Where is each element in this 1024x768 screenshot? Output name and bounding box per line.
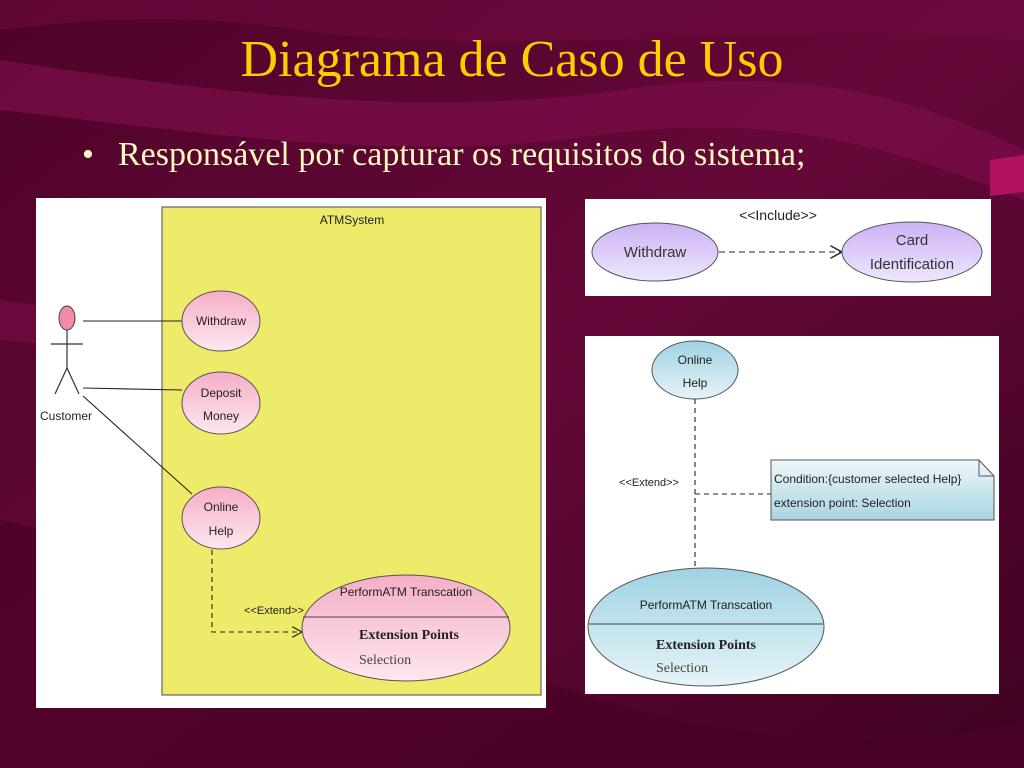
background-swoosh — [0, 0, 1024, 42]
association-line — [82, 395, 193, 495]
card-identification-use-case — [841, 221, 983, 283]
note-extension-point-text: extension point: Selection — [774, 496, 911, 510]
bullet-dot: • — [82, 136, 94, 173]
atm-use-case-diagram: ATMSystem Customer Withdraw Deposit Mone… — [36, 198, 546, 708]
atm-diagram-canvas: ATMSystem Customer Withdraw Deposit Mone… — [40, 206, 542, 696]
perform-atm-transaction-use-case — [301, 574, 511, 682]
perform-atm-title: PerformATM Transcation — [640, 598, 772, 612]
withdraw-label: Withdraw — [624, 244, 687, 261]
extend-label: <<Extend>> — [244, 605, 304, 617]
card-identification-label-line1: Card — [896, 232, 929, 249]
online-help-use-case — [181, 486, 261, 550]
system-name: ATMSystem — [320, 213, 384, 227]
deposit-money-use-case — [181, 371, 261, 435]
association-line — [82, 387, 183, 391]
actor-label: Customer — [40, 409, 92, 423]
background-swoosh — [0, 60, 1024, 200]
online-help-label-line1: Online — [204, 500, 239, 514]
online-help-label-line1: Online — [678, 353, 713, 367]
extension-point-selection: Selection — [359, 653, 411, 668]
extend-dependency — [211, 550, 302, 632]
background-swoosh — [990, 155, 1024, 196]
online-help-label-line2: Help — [683, 376, 708, 390]
withdraw-label: Withdraw — [196, 314, 246, 328]
extend-label: <<Extend>> — [619, 477, 679, 489]
perform-atm-transaction-use-case — [587, 567, 825, 687]
withdraw-use-case — [181, 290, 261, 352]
deposit-label-line2: Money — [203, 409, 239, 423]
bullet-item: • Responsável por capturar os requisitos … — [82, 136, 805, 174]
perform-atm-title: PerformATM Transcation — [340, 585, 472, 599]
note-folded-corner — [978, 460, 994, 477]
extension-points-heading: Extension Points — [656, 638, 757, 653]
extend-relationship-diagram: Online Help <<Extend>> Condition:{custom… — [585, 336, 999, 694]
include-diagram-canvas: <<Include>> Withdraw Card Identification — [591, 207, 983, 283]
customer-actor — [51, 305, 83, 395]
condition-note — [770, 459, 995, 521]
deposit-label-line1: Deposit — [201, 386, 242, 400]
extend-diagram-canvas: Online Help <<Extend>> Condition:{custom… — [587, 340, 995, 687]
extension-point-selection: Selection — [656, 661, 708, 676]
online-help-use-case — [651, 340, 739, 400]
withdraw-use-case — [591, 222, 719, 282]
card-identification-label-line2: Identification — [870, 256, 954, 273]
note-condition-text: Condition:{customer selected Help} — [774, 472, 961, 486]
include-relationship-diagram: <<Include>> Withdraw Card Identification — [585, 199, 991, 296]
extension-points-heading: Extension Points — [359, 628, 460, 643]
bullet-text: Responsável por capturar os requisitos d… — [118, 136, 806, 173]
include-label: <<Include>> — [739, 207, 817, 223]
slide-title: Diagrama de Caso de Uso — [240, 31, 784, 88]
online-help-label-line2: Help — [209, 524, 234, 538]
